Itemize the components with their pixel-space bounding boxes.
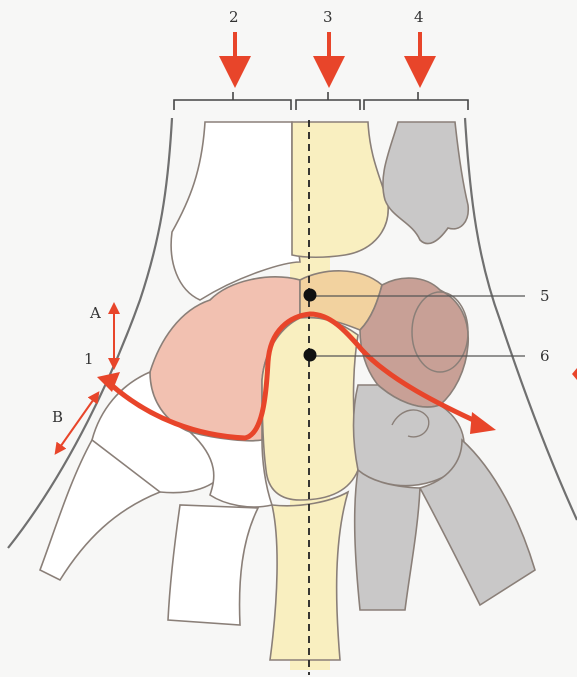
bracket-3 bbox=[296, 92, 360, 110]
radius-bone bbox=[171, 122, 300, 300]
label-5: 5 bbox=[540, 287, 550, 305]
bracket-4 bbox=[364, 92, 468, 110]
label-b: B bbox=[52, 408, 63, 426]
label-4: 4 bbox=[414, 8, 424, 26]
capitate-bone bbox=[262, 318, 358, 500]
bracket-2 bbox=[174, 92, 291, 110]
point-6-marker bbox=[304, 349, 317, 362]
label-2: 2 bbox=[229, 8, 239, 26]
ulna-bone bbox=[383, 122, 468, 244]
center-forearm-bone bbox=[292, 122, 388, 257]
metacarpal-4 bbox=[355, 470, 420, 610]
label-6: 6 bbox=[540, 347, 550, 365]
point-5-marker bbox=[304, 289, 317, 302]
edge-tick bbox=[572, 368, 577, 380]
metacarpal-2 bbox=[168, 505, 258, 625]
skin-outline-right bbox=[465, 118, 577, 520]
label-3: 3 bbox=[323, 8, 333, 26]
label-a: A bbox=[89, 304, 101, 322]
label-1: 1 bbox=[84, 350, 94, 368]
curved-arrow-head-right bbox=[470, 412, 496, 434]
